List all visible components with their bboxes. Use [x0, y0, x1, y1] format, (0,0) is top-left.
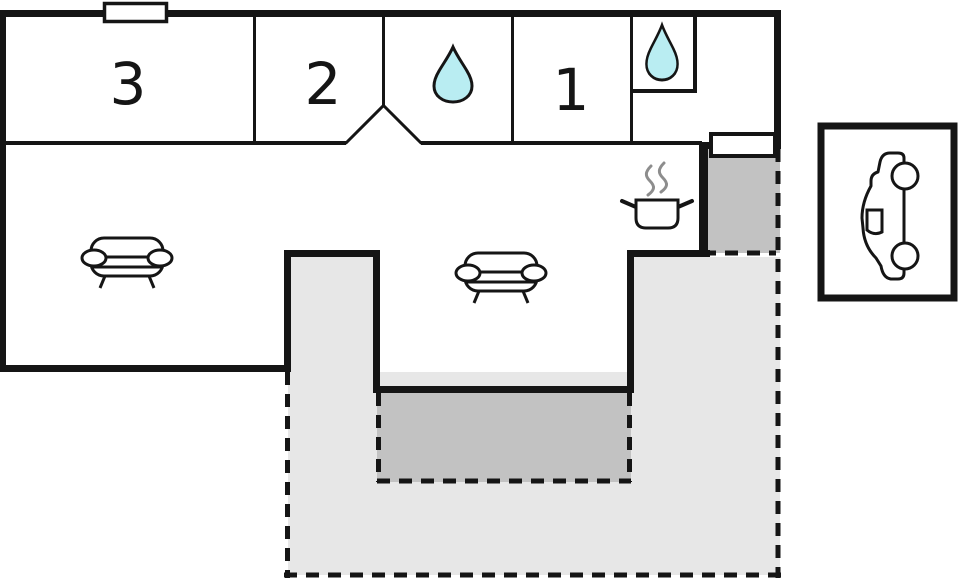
car-wheel: [890, 161, 920, 191]
wall-notch-right: [373, 250, 380, 393]
sofa-icon: [454, 251, 548, 305]
terrace-right: [630, 257, 780, 575]
interior-walls: [6, 17, 702, 145]
wall-rooms-bottom-b: [421, 141, 702, 145]
wall-living-right: [627, 250, 634, 393]
bedroom-3-label: 3: [110, 50, 147, 118]
wall-bottom-left: [0, 365, 291, 372]
wall-left: [0, 10, 6, 372]
door-marker: [709, 132, 777, 158]
window-marker: [102, 1, 169, 24]
wall-divider-3-2: [253, 17, 256, 141]
car-icon: [860, 151, 920, 281]
wall-notch-left: [284, 250, 291, 372]
wall-divider-bath-1: [511, 17, 514, 141]
wall-kitchen-bottom: [627, 250, 710, 257]
covered-patio-area: [377, 392, 631, 482]
wall-diagonal-right: [381, 103, 423, 145]
water-drop-icon: [432, 45, 474, 104]
steam-icon: [644, 161, 668, 197]
bedroom-1-label: 1: [553, 56, 590, 124]
wall-living-bottom: [373, 386, 634, 393]
exterior-walls: [0, 10, 781, 393]
car-wheel: [890, 241, 920, 271]
bedroom-2-label: 2: [305, 50, 342, 118]
wall-divider-1-wc: [630, 17, 633, 141]
wall-right: [774, 10, 781, 149]
sofa-icon: [80, 236, 174, 290]
entrance-porch-area: [703, 149, 780, 253]
water-drop-icon: [644, 23, 680, 82]
wall-divider-2-bath: [382, 17, 385, 106]
terrace-dashed-boundary: [284, 149, 781, 578]
cooking-pot-icon: [620, 198, 694, 230]
wall-top: [0, 10, 781, 17]
wall-diagonal-left: [344, 103, 386, 145]
wall-kitchen-right: [699, 143, 708, 257]
wall-rooms-bottom-a: [6, 141, 346, 145]
wall-wc-right: [693, 17, 697, 93]
wall-wc-bottom: [631, 89, 697, 93]
car-window: [865, 208, 884, 236]
wall-notch-top: [284, 250, 380, 257]
